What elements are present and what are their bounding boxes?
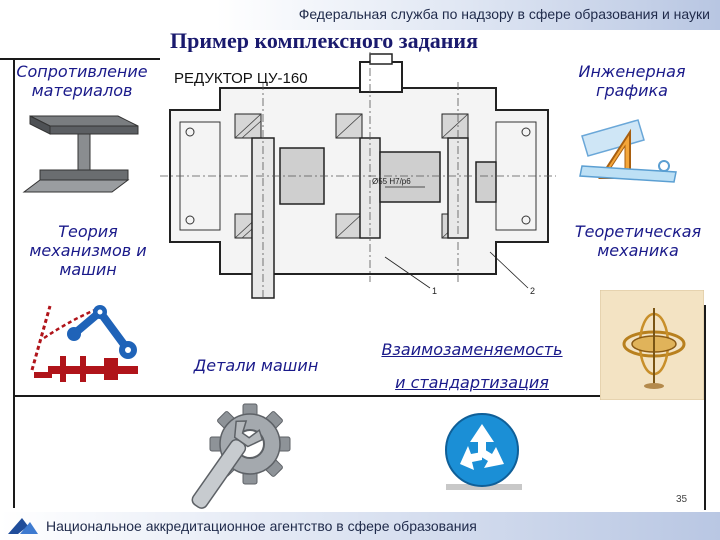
subject-interchange-line2: и стандартизация — [395, 373, 549, 393]
footer-logo-icon — [8, 518, 38, 534]
page-number: 35 — [676, 494, 688, 505]
subject-interchangeability: Взаимозаменяемость и стандартизация — [362, 340, 582, 392]
slide-title: Пример комплексного задания — [170, 28, 478, 53]
subject-graphics-line1: Инженерная — [578, 62, 686, 81]
subject-mechanisms-line1: Теория — [58, 222, 118, 241]
subject-strength-line2: материалов — [31, 81, 133, 101]
i-beam-icon — [22, 115, 139, 193]
gear-wrench-icon — [191, 403, 291, 509]
drawing-label: РЕДУКТОР ЦУ-160 — [174, 70, 308, 87]
frame-right-line — [704, 305, 706, 510]
recycle-icon — [445, 413, 522, 490]
frame-left-line — [13, 58, 15, 508]
gyroscope-image — [600, 290, 704, 400]
drawing-dimension-label: Ø55 H7/p6 — [372, 177, 411, 186]
subject-engineering-graphics: Инженерная графика — [562, 62, 702, 100]
gearbox-drawing: Ø55 H7/p6 1 2 — [160, 52, 556, 300]
subject-strength-of-materials: Сопротивление материалов — [4, 62, 160, 100]
header-agency-text: Федеральная служба по надзору в сфере об… — [298, 6, 710, 22]
subject-mechanisms-line2: механизмов и — [29, 241, 147, 261]
subject-mechanisms: Теория механизмов и машин — [14, 222, 162, 280]
footer-bar — [0, 512, 720, 540]
subject-theoretical-mechanics: Теоретическая механика — [562, 222, 714, 260]
subject-theoretical-line2: механика — [597, 241, 679, 261]
drawing-callout-1: 1 — [432, 286, 437, 296]
frame-middle-line — [13, 395, 706, 397]
drawing-callout-2: 2 — [530, 286, 535, 296]
mechanism-linkage-icon — [30, 305, 138, 382]
subject-strength-line1: Сопротивление — [16, 62, 148, 81]
subject-machine-parts: Детали машин — [193, 356, 319, 375]
footer-agency-text: Национальное аккредитационное агентство … — [46, 518, 477, 534]
drafting-tools-icon — [579, 119, 677, 183]
subject-graphics-line2: графика — [596, 81, 668, 101]
frame-top-left-line — [0, 58, 165, 60]
subject-interchange-line1: Взаимозаменяемость — [381, 340, 563, 359]
header-bar — [0, 0, 720, 30]
subject-mechanisms-line3: машин — [59, 260, 117, 280]
subject-theoretical-line1: Теоретическая — [574, 222, 702, 241]
